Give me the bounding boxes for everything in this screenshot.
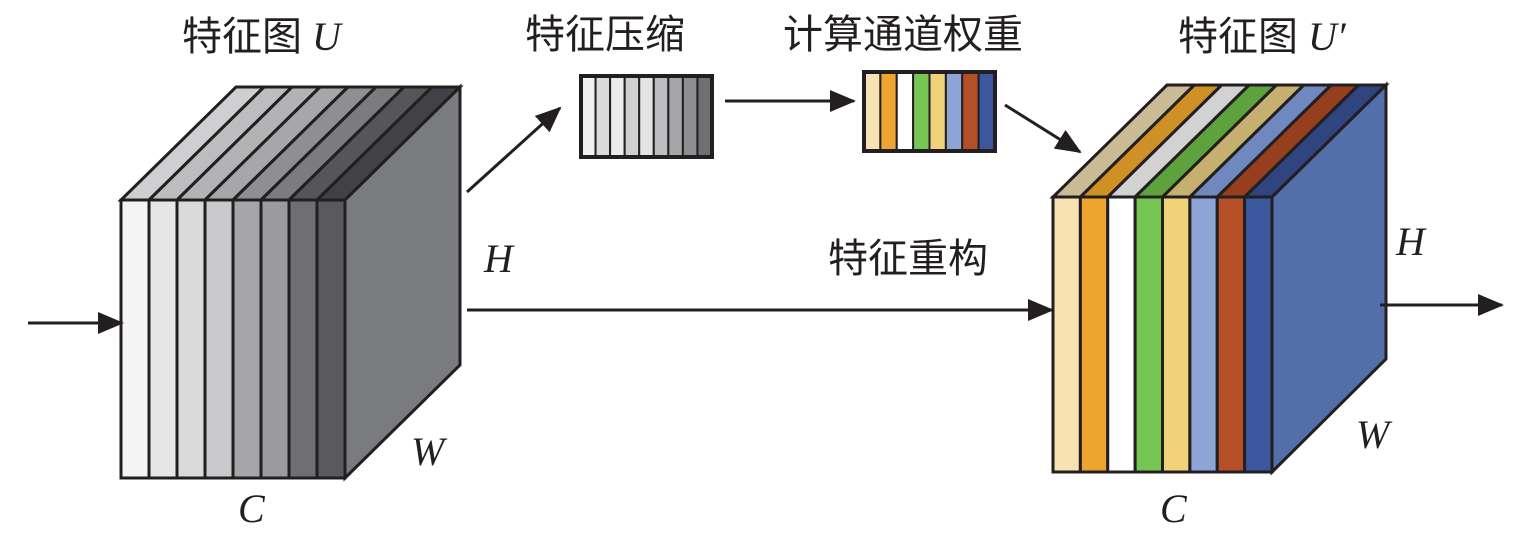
- squeeze-frame: [579, 74, 714, 159]
- feature-map-u-c-label: C: [238, 486, 266, 531]
- squeeze-bar: [623, 75, 641, 158]
- squeeze-label: 特征压缩: [525, 12, 685, 58]
- feature-map-u-prime-cube: [1049, 81, 1390, 476]
- squeeze-bar: [609, 75, 626, 158]
- weights-bar: [912, 71, 931, 152]
- weights-bar: [895, 71, 915, 152]
- cubeU-channel: [175, 198, 207, 480]
- cubeU-channel: [203, 198, 235, 480]
- cubeV-channel: [1078, 195, 1110, 474]
- weights-bar: [928, 71, 947, 152]
- weights-bar: [879, 71, 898, 152]
- cubeU-channel: [119, 198, 151, 480]
- feature-map-u-prime-top-face: [1049, 83, 1390, 199]
- weights-bar: [944, 71, 964, 152]
- squeeze-bar: [580, 75, 597, 158]
- squeeze-arrow: [465, 106, 562, 194]
- squeeze-bar: [667, 75, 684, 158]
- cubeV-channel: [1133, 195, 1164, 474]
- squeeze-bar: [638, 75, 655, 158]
- weights-bar: [863, 71, 882, 152]
- feature-map-u-prime-front-face: [1051, 195, 1274, 474]
- reconstruct-label: 特征重构: [828, 236, 988, 282]
- scale-arrow: [1004, 103, 1082, 154]
- cubeU-channel: [231, 198, 263, 480]
- cubeV-channel: [1243, 195, 1274, 474]
- feature-map-u-prime-c-label: C: [1160, 486, 1188, 531]
- cubeV-channel: [1215, 195, 1247, 474]
- cubeU-channel: [287, 198, 319, 480]
- squeeze-bar: [681, 75, 699, 158]
- cubeV-channel: [1106, 195, 1137, 474]
- cubeU-channel: [259, 198, 291, 480]
- cubeU-channel: [315, 198, 347, 480]
- squeeze-vector: [579, 74, 714, 159]
- feature-map-u-prime-h-label: H: [1395, 219, 1427, 264]
- feature-map-u-cube: [117, 83, 464, 482]
- squeeze-bar: [652, 75, 670, 158]
- weights-label: 计算通道权重: [783, 12, 1023, 58]
- weights-bar: [977, 71, 996, 152]
- squeeze-bar: [594, 75, 612, 158]
- cubeU-channel: [147, 198, 179, 480]
- weights-frame: [862, 70, 997, 153]
- feature-map-u-front-face: [119, 198, 347, 480]
- feature-map-u-prime-w-label: W: [1356, 412, 1393, 457]
- channel-weights-vector: [862, 70, 997, 153]
- cubeV-channel: [1161, 195, 1192, 474]
- weights-bar: [961, 71, 980, 152]
- feature-map-u-w-label: W: [411, 429, 448, 474]
- feature-map-u-h-label: H: [483, 236, 515, 281]
- cubeV-channel: [1051, 195, 1082, 474]
- cubeV-channel: [1188, 195, 1219, 474]
- squeeze-bar: [696, 75, 714, 158]
